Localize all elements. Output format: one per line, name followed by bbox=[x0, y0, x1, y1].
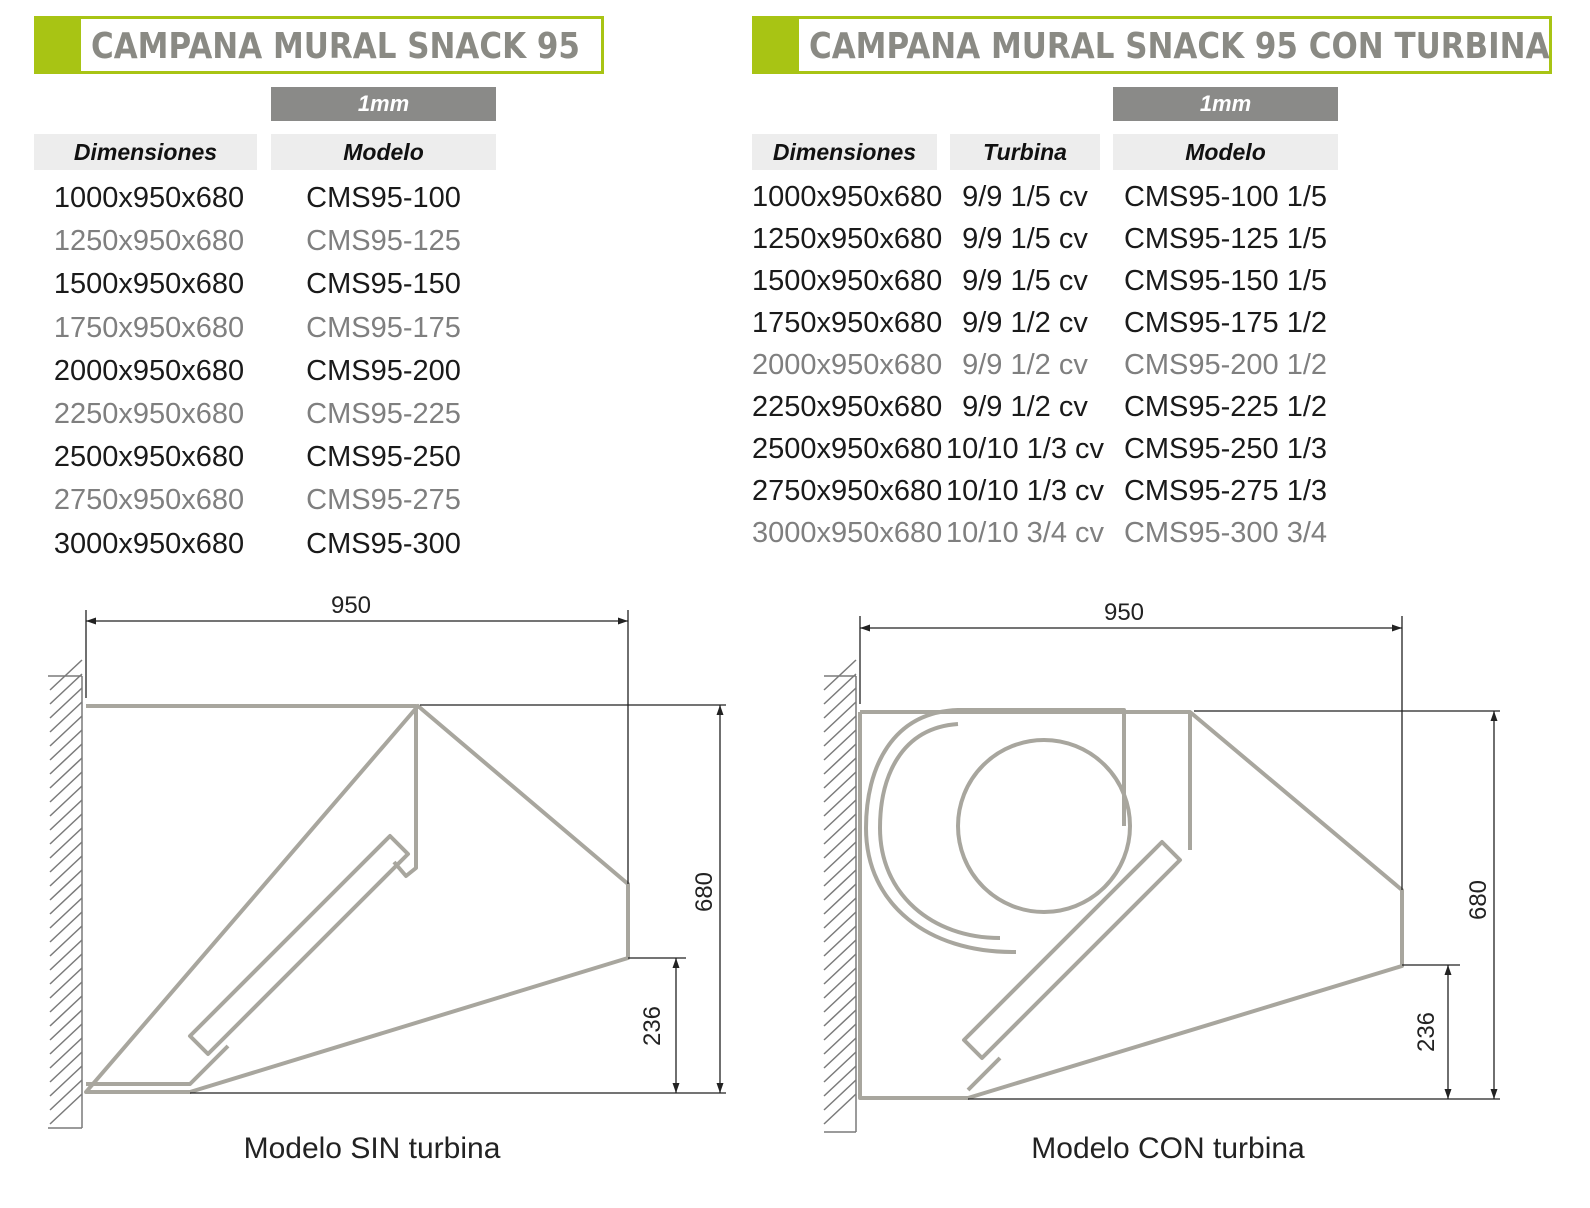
left-cell-model: CMS95-100 bbox=[306, 182, 461, 214]
right-cell-turbine: 9/9 1/2 cv bbox=[962, 307, 1088, 339]
right-cell-model: CMS95-150 1/5 bbox=[1123, 265, 1328, 297]
left-cell-dimension: 2250x950x680 bbox=[53, 398, 245, 430]
left-title-box: CAMPANA MURAL SNACK 95 bbox=[34, 16, 604, 74]
left-title: CAMPANA MURAL SNACK 95 bbox=[91, 26, 580, 67]
left-lower-label: 236 bbox=[639, 1006, 666, 1046]
left-cell-model: CMS95-225 bbox=[306, 398, 461, 430]
left-cell-dimension: 2500x950x680 bbox=[53, 441, 245, 474]
left-cell-model: CMS95-125 bbox=[306, 225, 461, 258]
right-cell-turbine: 10/10 1/3 cv bbox=[946, 433, 1104, 465]
right-cell-model: CMS95-300 3/4 bbox=[1123, 517, 1328, 549]
right-cell-dimension: 2000x950x680 bbox=[752, 349, 943, 381]
left-cell-model: CMS95-275 bbox=[306, 484, 461, 517]
right-cell-model: CMS95-250 1/3 bbox=[1123, 433, 1328, 465]
right-cell-turbine: 9/9 1/5 cv bbox=[962, 265, 1088, 297]
left-cell-dimension: 1750x950x680 bbox=[53, 311, 245, 344]
left-cell-dimension: 1500x950x680 bbox=[53, 268, 245, 301]
right-title: CAMPANA MURAL SNACK 95 CON TURBINA bbox=[809, 26, 1550, 67]
left-cell-dimension: 3000x950x680 bbox=[53, 527, 245, 560]
right-cell-turbine: 9/9 1/2 cv bbox=[962, 391, 1088, 423]
right-cell-dimension: 3000x950x680 bbox=[752, 517, 943, 549]
right-cell-model: CMS95-200 1/2 bbox=[1123, 349, 1328, 381]
left-caption: Modelo SIN turbina bbox=[244, 1132, 501, 1165]
right-thickness-badge: 1mm bbox=[1113, 87, 1338, 121]
right-title-box: CAMPANA MURAL SNACK 95 CON TURBINA bbox=[752, 16, 1552, 74]
right-width-label: 950 bbox=[1104, 599, 1144, 626]
left-cell-model: CMS95-300 bbox=[306, 527, 461, 560]
left-cell-model: CMS95-200 bbox=[306, 354, 461, 387]
left-cell-dimension: 2750x950x680 bbox=[53, 484, 245, 517]
right-cell-dimension: 1000x950x680 bbox=[752, 181, 943, 213]
left-width-label: 950 bbox=[331, 592, 371, 619]
left-wall-hatch bbox=[48, 659, 83, 1129]
right-cell-model: CMS95-125 1/5 bbox=[1123, 223, 1328, 255]
right-cell-model: CMS95-225 1/2 bbox=[1123, 391, 1328, 423]
left-header-dimensions: Dimensiones bbox=[34, 134, 257, 170]
left-thickness-badge: 1mm bbox=[271, 87, 496, 121]
right-cell-model: CMS95-100 1/5 bbox=[1123, 181, 1328, 213]
right-cell-turbine: 10/10 1/3 cv bbox=[946, 475, 1104, 507]
right-cell-model: CMS95-175 1/2 bbox=[1123, 307, 1328, 339]
left-hood-diagram: 950 680 236 Modelo SIN turbina bbox=[48, 592, 726, 1165]
right-title-accent bbox=[755, 19, 799, 71]
right-cell-dimension: 1750x950x680 bbox=[752, 307, 943, 339]
right-cell-dimension: 1250x950x680 bbox=[752, 223, 943, 255]
right-cell-dimension: 1500x950x680 bbox=[752, 265, 943, 297]
left-cell-model: CMS95-250 bbox=[306, 441, 461, 474]
turbine-circle bbox=[956, 738, 1132, 914]
left-cell-model: CMS95-175 bbox=[306, 311, 461, 344]
right-wall-hatch bbox=[823, 659, 857, 1133]
left-cell-dimension: 1250x950x680 bbox=[53, 225, 245, 258]
right-cell-model: CMS95-275 1/3 bbox=[1123, 475, 1328, 507]
left-title-accent bbox=[37, 19, 81, 71]
right-header-turbine: Turbina bbox=[950, 134, 1100, 170]
left-hood-outline bbox=[84, 704, 630, 1094]
right-hood-outline bbox=[858, 708, 1404, 1100]
left-header-model: Modelo bbox=[271, 134, 496, 170]
right-header-dimensions: Dimensiones bbox=[752, 134, 937, 170]
right-lower-label: 236 bbox=[1413, 1012, 1440, 1052]
right-hood-diagram: 950 680 236 Modelo CON turbina bbox=[823, 599, 1500, 1165]
left-cell-model: CMS95-150 bbox=[306, 268, 461, 301]
right-cell-dimension: 2250x950x680 bbox=[752, 391, 943, 423]
right-cell-dimension: 2500x950x680 bbox=[752, 433, 943, 465]
right-height-label: 680 bbox=[1465, 880, 1492, 920]
right-caption: Modelo CON turbina bbox=[1031, 1132, 1305, 1165]
left-cell-dimension: 1000x950x680 bbox=[53, 182, 245, 214]
right-cell-dimension: 2750x950x680 bbox=[752, 475, 943, 507]
right-cell-turbine: 9/9 1/5 cv bbox=[962, 181, 1088, 213]
right-cell-turbine: 10/10 3/4 cv bbox=[946, 517, 1104, 549]
left-cell-dimension: 2000x950x680 bbox=[53, 354, 245, 387]
right-header-model: Modelo bbox=[1113, 134, 1338, 170]
left-height-label: 680 bbox=[691, 872, 718, 912]
right-cell-turbine: 9/9 1/2 cv bbox=[962, 349, 1088, 381]
right-cell-turbine: 9/9 1/5 cv bbox=[962, 223, 1088, 255]
